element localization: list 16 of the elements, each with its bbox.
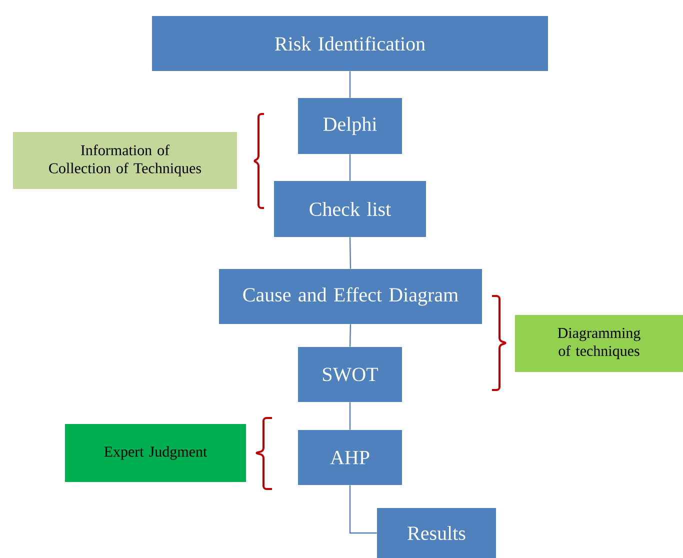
connector-line xyxy=(349,237,352,269)
process-box: Cause and Effect Diagram xyxy=(219,269,482,324)
process-box: Delphi xyxy=(298,98,402,154)
process-box: Results xyxy=(377,508,496,558)
process-box: AHP xyxy=(298,430,402,485)
process-box: SWOT xyxy=(298,347,402,402)
connector-line xyxy=(349,485,377,534)
connector-line xyxy=(349,71,351,98)
category-box: Diagramming of techniques xyxy=(515,315,683,372)
connector-line xyxy=(349,154,351,181)
connector-line xyxy=(349,402,351,430)
process-box: Risk Identification xyxy=(152,16,548,71)
category-box: Expert Judgment xyxy=(65,424,246,482)
process-box: Check list xyxy=(274,181,426,237)
category-box: Information of Collection of Techniques xyxy=(13,132,237,189)
connector-line xyxy=(349,324,352,347)
